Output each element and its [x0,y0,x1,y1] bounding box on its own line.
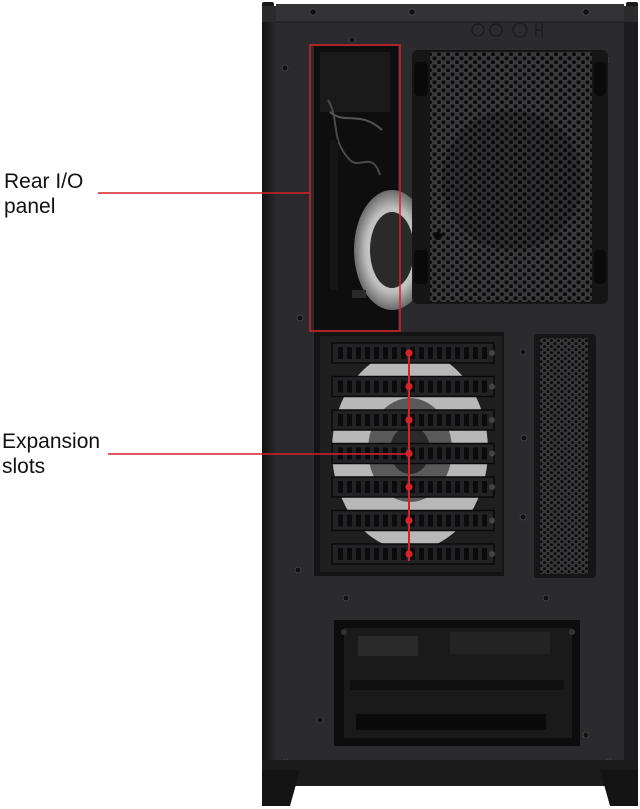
expansion-slot-marker [405,382,413,391]
expansion-slot-marker [405,416,413,424]
expansion-slot-cover [331,409,495,431]
expansion-slot-cover [331,509,495,532]
rear-io-highlight-frame [309,44,401,332]
fan-mesh-grille [412,50,608,304]
expansion-slot-marker [405,516,413,525]
right-side-panel [624,22,638,782]
certification-marks [471,22,543,38]
expansion-label-line1: Expansion [2,430,101,453]
expansion-label-line2: slots [2,455,46,478]
expansion-slot-marker [405,349,413,357]
rear-io-label-line2: panel [4,195,56,218]
expansion-slot-marker [405,449,413,458]
bottom-base [262,760,638,786]
expansion-slot-markers [405,349,413,558]
left-side-panel [262,22,276,782]
expansion-slot-marker [405,483,413,491]
bottom-right-foot [600,770,638,806]
top-bevel [276,4,624,22]
rear-io-opening [314,46,430,330]
psu-opening [334,620,580,746]
bottom-left-foot [262,770,300,806]
expansion-slot-marker [405,550,413,558]
rear-io-panel-label: Rear I/O panel [4,169,83,219]
expansion-slot-cover [331,543,495,565]
rear-io-label-line1: Rear I/O [4,170,84,193]
expansion-slots-label: Expansion slots [2,429,100,479]
vertical-vent-strip [534,334,596,578]
expansion-slot-cover [331,342,495,364]
expansion-slot-cover [331,476,495,498]
expansion-slot-cover [331,375,495,398]
